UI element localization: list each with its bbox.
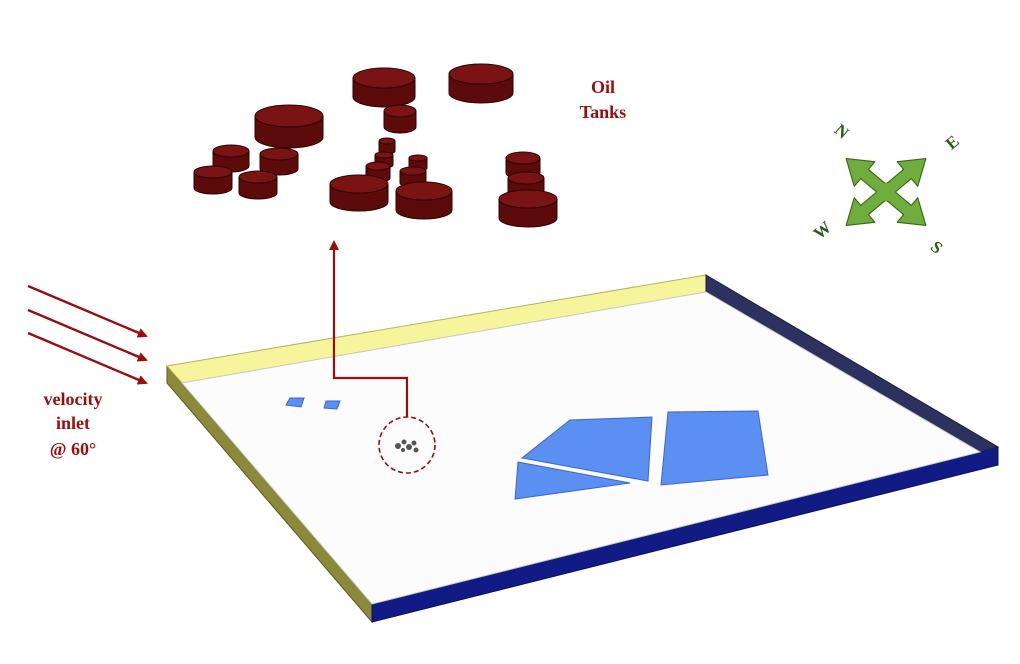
velocity-inlet-arrows <box>27 284 148 385</box>
compass-east-label: E <box>942 131 963 153</box>
compass-south-label: S <box>927 237 946 258</box>
oil-tank <box>254 104 324 149</box>
oil-tank-roof <box>399 166 427 176</box>
oil-tank-roof <box>448 63 514 85</box>
oil-tank-roof <box>408 154 428 162</box>
oil-tank <box>395 181 453 220</box>
velocity-inlet-label-line3: @ 60° <box>50 439 96 459</box>
oil-tank-roof <box>238 170 278 184</box>
compass-arrows-icon <box>845 157 927 227</box>
oil-tank <box>378 137 396 155</box>
velocity-inlet-label-line1: velocity <box>44 389 103 409</box>
oil-tank-roof <box>505 151 541 165</box>
tank-farm-miniature <box>395 439 419 453</box>
oil-tank <box>498 189 558 228</box>
compass-west-label: W <box>810 218 835 243</box>
oil-tank-roof <box>259 147 299 161</box>
oil-tank-roof <box>374 151 394 159</box>
water-body-right <box>660 410 769 486</box>
water-body-lower-left <box>514 461 631 500</box>
oil-tank <box>365 161 391 183</box>
tank-location-leader-line <box>329 240 409 417</box>
compass-north-label: N <box>831 120 853 143</box>
oil-tanks-label-line1: Oil <box>591 77 615 97</box>
oil-tank-roof <box>383 104 417 118</box>
oil-tank-roof <box>193 165 233 179</box>
oil-tank-roof <box>507 171 545 185</box>
oil-tank-roof <box>378 137 396 145</box>
oil-tank <box>329 174 389 212</box>
inlet-arrow-1 <box>27 284 148 338</box>
small-water-patch-2 <box>323 400 341 410</box>
compass-rose: N E S W <box>810 120 963 258</box>
oil-tank <box>448 63 514 104</box>
oil-tank-roof <box>352 67 416 89</box>
oil-tank <box>238 170 278 200</box>
small-water-patch-1 <box>285 397 305 408</box>
oil-tank <box>352 67 416 108</box>
oil-tank <box>383 104 417 134</box>
inlet-arrow-3 <box>27 331 148 385</box>
oil-tank-roof <box>365 161 391 171</box>
oil-tank <box>259 147 299 176</box>
oil-tank-roof <box>395 181 453 201</box>
oil-tank-roof <box>212 144 250 158</box>
water-body-upper-left <box>520 416 653 482</box>
inlet-arrow-2 <box>27 308 148 362</box>
oil-tank <box>408 154 428 172</box>
oil-tanks-label-line2: Tanks <box>580 102 626 122</box>
oil-tank-roof <box>254 104 324 128</box>
oil-tank-roof <box>329 174 389 194</box>
oil-tank-roof <box>498 189 558 209</box>
oil-tanks-group <box>193 63 558 228</box>
velocity-inlet-label-line2: inlet <box>56 413 90 433</box>
oil-tank <box>193 165 233 195</box>
computational-domain <box>166 274 1000 624</box>
